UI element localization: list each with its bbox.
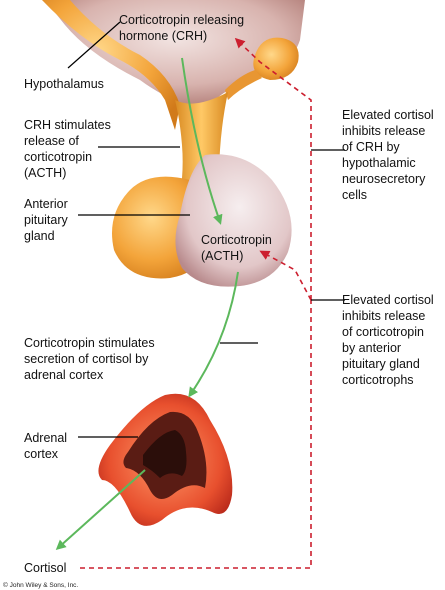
cortisol-label: Cortisol: [24, 561, 66, 575]
crh-stimulates-label: CRH stimulates release of corticotropin …: [24, 118, 114, 180]
acth-to-adrenal-arrow: [190, 272, 238, 395]
anterior-pituitary-label: Anterior pituitary gland: [24, 197, 71, 243]
feedback-hypothalamus-label: Elevated cortisol inhibits release of CR…: [342, 108, 437, 202]
adrenal-gland-illustration: [98, 394, 232, 526]
adrenal-cortex-label: Adrenal cortex: [24, 431, 71, 461]
feedback-pituitary-label: Elevated cortisol inhibits release of co…: [342, 293, 437, 387]
pituitary-tissue: [175, 154, 291, 286]
hypothalamus-label: Hypothalamus: [24, 77, 104, 91]
acth-stimulates-label: Corticotropin stimulates secretion of co…: [24, 336, 158, 382]
copyright-text: © John Wiley & Sons, Inc.: [3, 581, 78, 589]
